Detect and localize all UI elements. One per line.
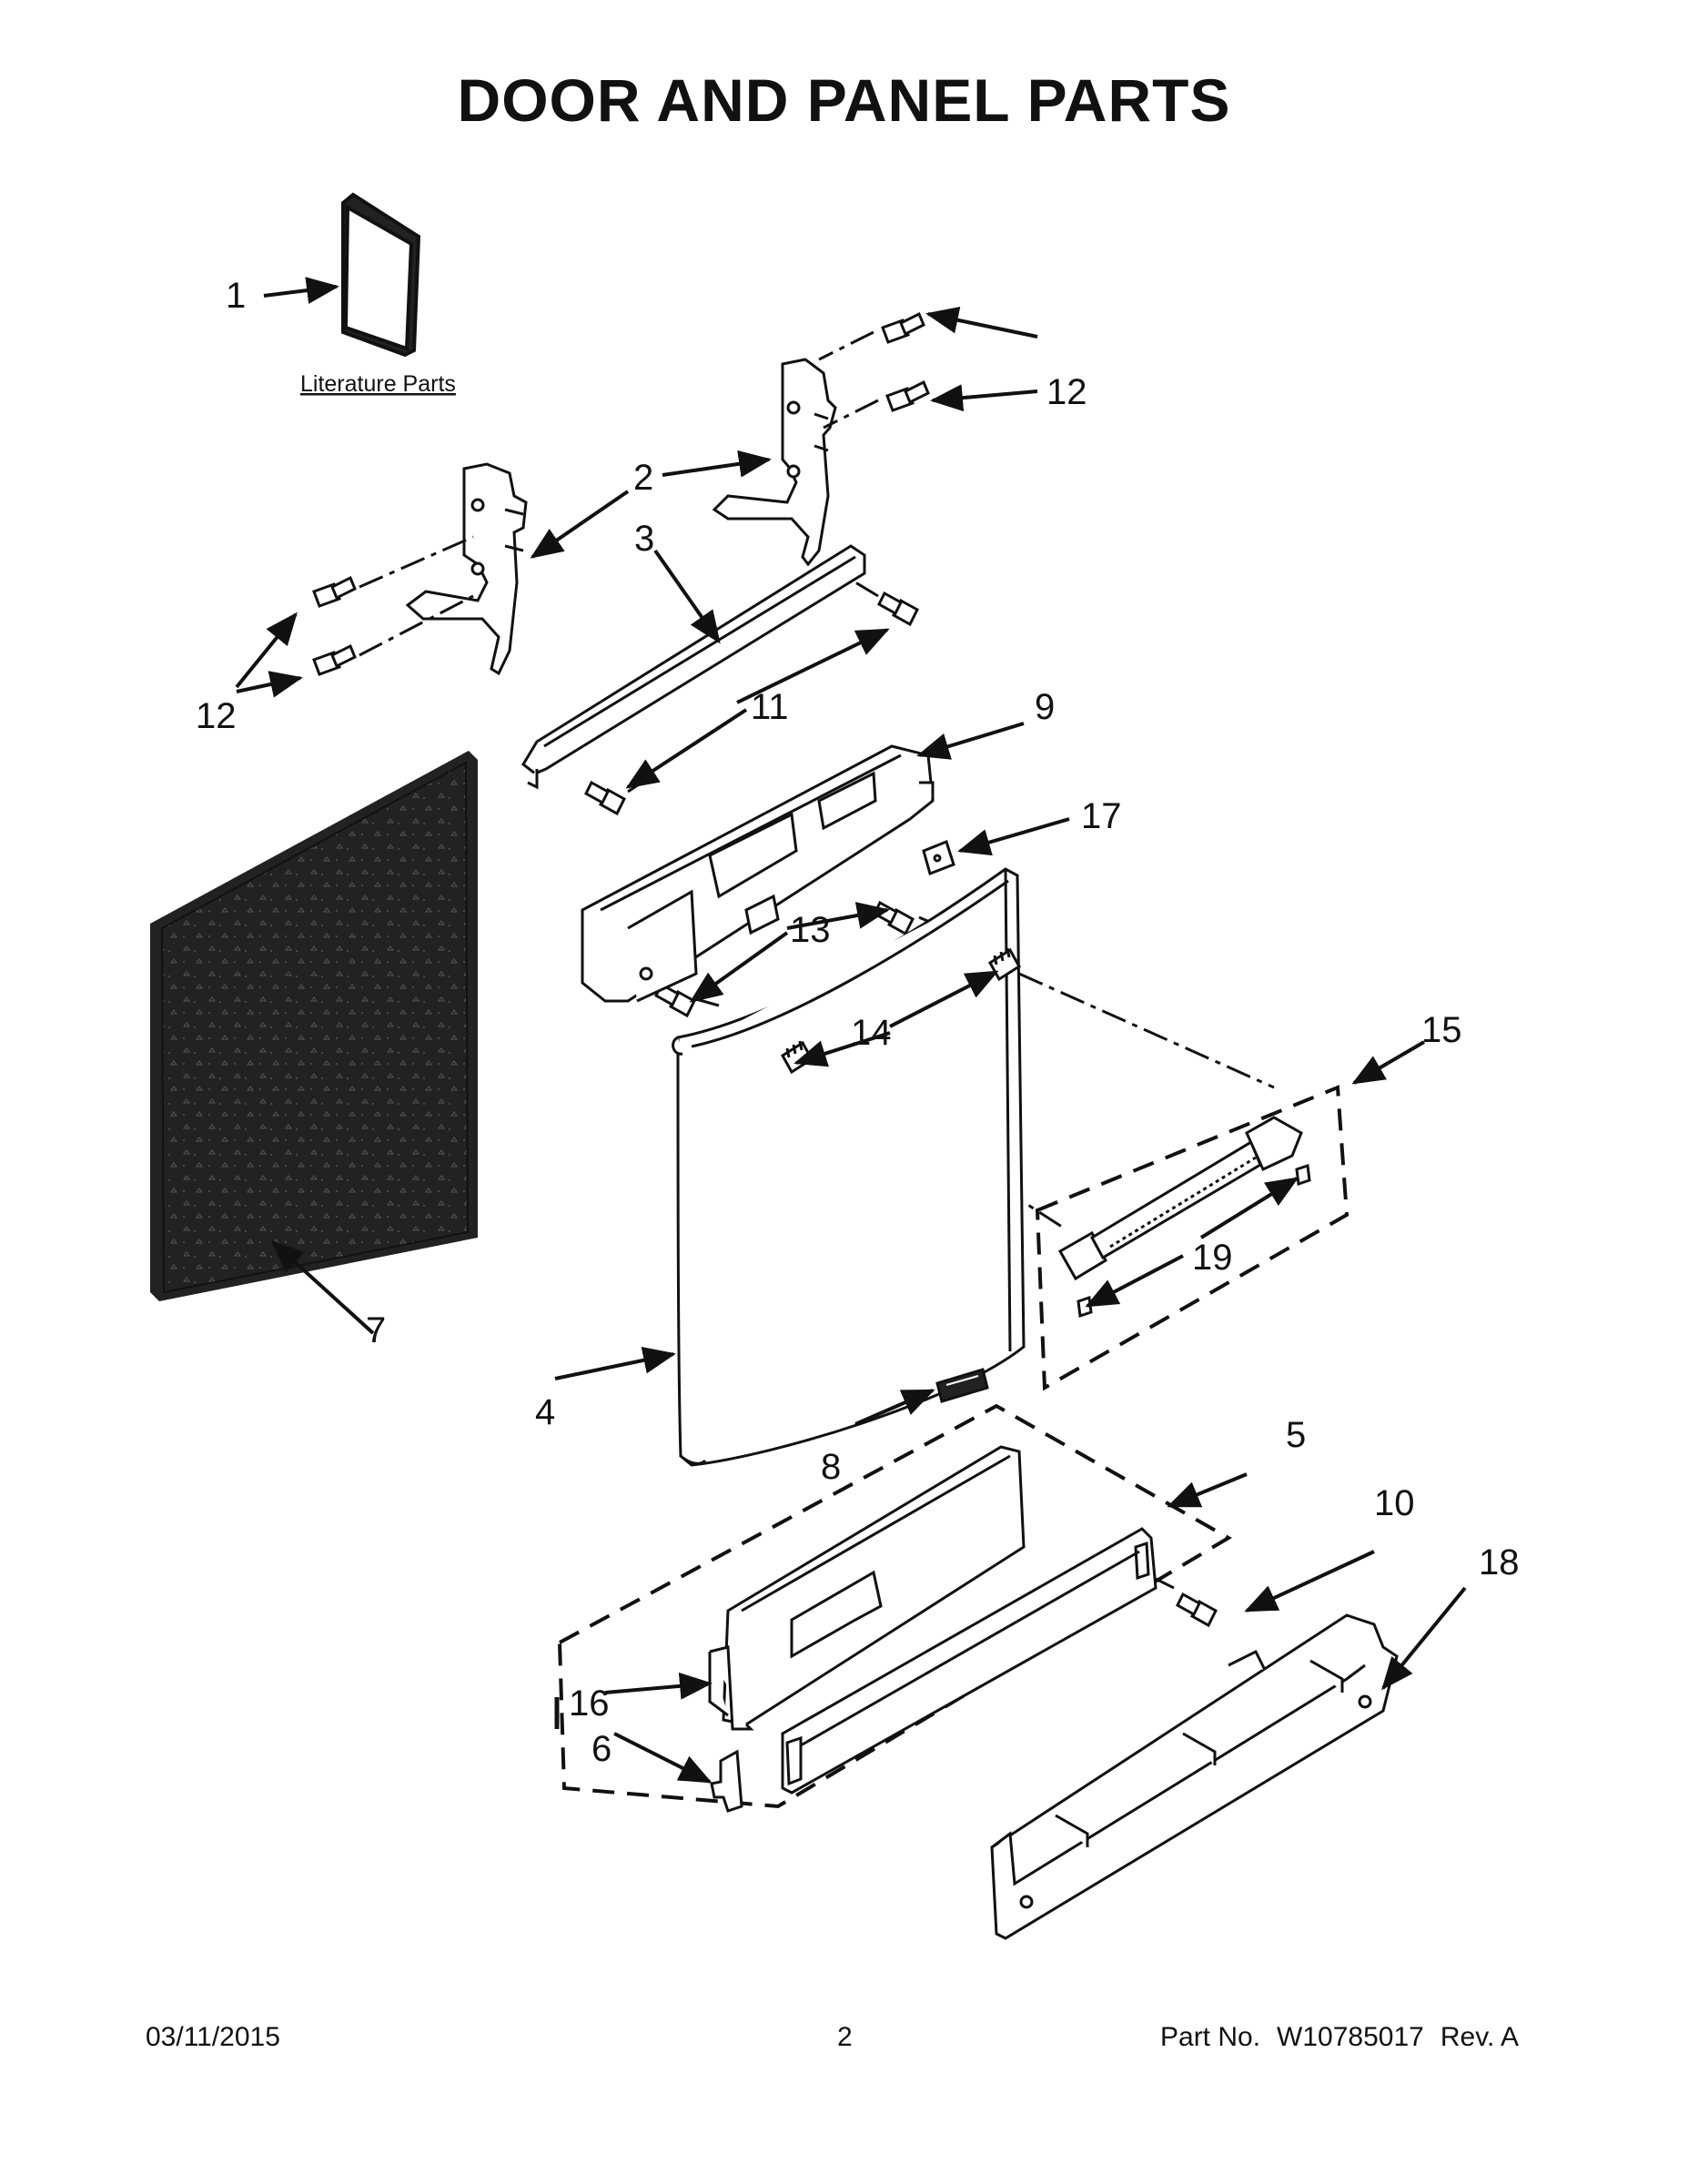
kick-plate-rail bbox=[781, 1527, 1157, 1795]
door-rail bbox=[521, 544, 866, 790]
callout-12-top: 12 bbox=[1046, 372, 1087, 412]
callout-17: 17 bbox=[1081, 796, 1122, 836]
footer-date: 03/11/2015 bbox=[146, 2022, 280, 2052]
outer-door-panel bbox=[672, 867, 1026, 1467]
screw-11-bottom bbox=[584, 780, 626, 816]
screw-10 bbox=[1176, 1592, 1218, 1628]
callout-19: 19 bbox=[1192, 1238, 1233, 1278]
handle-group-boundary bbox=[1035, 1085, 1349, 1391]
screw-12-left-2 bbox=[312, 643, 357, 676]
callout-4: 4 bbox=[535, 1392, 555, 1432]
right-hinge-bracket bbox=[712, 358, 837, 567]
callout-6: 6 bbox=[591, 1729, 612, 1769]
callout-3: 3 bbox=[634, 519, 654, 559]
callout-1: 1 bbox=[226, 276, 246, 316]
door-insulation-panel bbox=[150, 751, 478, 1301]
callout-2: 2 bbox=[633, 458, 653, 498]
leader-arrows bbox=[235, 277, 1467, 1784]
lower-support-bracket bbox=[990, 1613, 1399, 1940]
callout-15: 15 bbox=[1421, 1010, 1462, 1050]
part-number-label: Part No. bbox=[1160, 2022, 1261, 2052]
screw-12-top-1 bbox=[881, 311, 925, 344]
callout-8: 8 bbox=[821, 1447, 841, 1487]
page-title: DOOR AND PANEL PARTS bbox=[457, 66, 1231, 134]
screw-12-left-1 bbox=[312, 575, 357, 608]
callout-12-left: 12 bbox=[196, 696, 237, 736]
revision: Rev. A bbox=[1440, 2022, 1519, 2052]
screw-11-top bbox=[877, 591, 919, 627]
panel-clip bbox=[710, 1749, 743, 1813]
lower-panel-group-boundary bbox=[557, 1403, 1232, 1809]
door-handle bbox=[1057, 1116, 1303, 1281]
toe-panel bbox=[708, 1445, 1026, 1731]
door-badge bbox=[935, 1368, 989, 1403]
callout-14: 14 bbox=[851, 1013, 892, 1053]
left-hinge-bracket bbox=[405, 462, 528, 676]
callout-10: 10 bbox=[1374, 1483, 1415, 1523]
part-number: W10785017 bbox=[1277, 2022, 1424, 2052]
footer-part-info: Part No. W10785017 Rev. A bbox=[1160, 2022, 1519, 2053]
callout-7: 7 bbox=[366, 1310, 386, 1350]
screw-13-top bbox=[873, 900, 915, 936]
screw-12-top-2 bbox=[885, 379, 930, 412]
callout-18: 18 bbox=[1479, 1542, 1520, 1582]
footer-page-number: 2 bbox=[837, 2022, 853, 2052]
callout-9: 9 bbox=[1035, 687, 1055, 727]
callout-numbers: 1 2 3 12 12 11 9 17 13 14 15 19 7 4 8 5 … bbox=[196, 276, 1520, 1769]
callout-13: 13 bbox=[790, 910, 831, 950]
control-console bbox=[581, 744, 935, 1003]
callout-5: 5 bbox=[1286, 1415, 1306, 1455]
literature-booklet bbox=[341, 192, 421, 358]
literature-parts-label: Literature Parts bbox=[300, 371, 456, 397]
door-clip bbox=[922, 840, 955, 875]
callout-11: 11 bbox=[751, 687, 789, 727]
screw-group bbox=[312, 311, 1218, 1628]
callout-16: 16 bbox=[569, 1684, 610, 1724]
